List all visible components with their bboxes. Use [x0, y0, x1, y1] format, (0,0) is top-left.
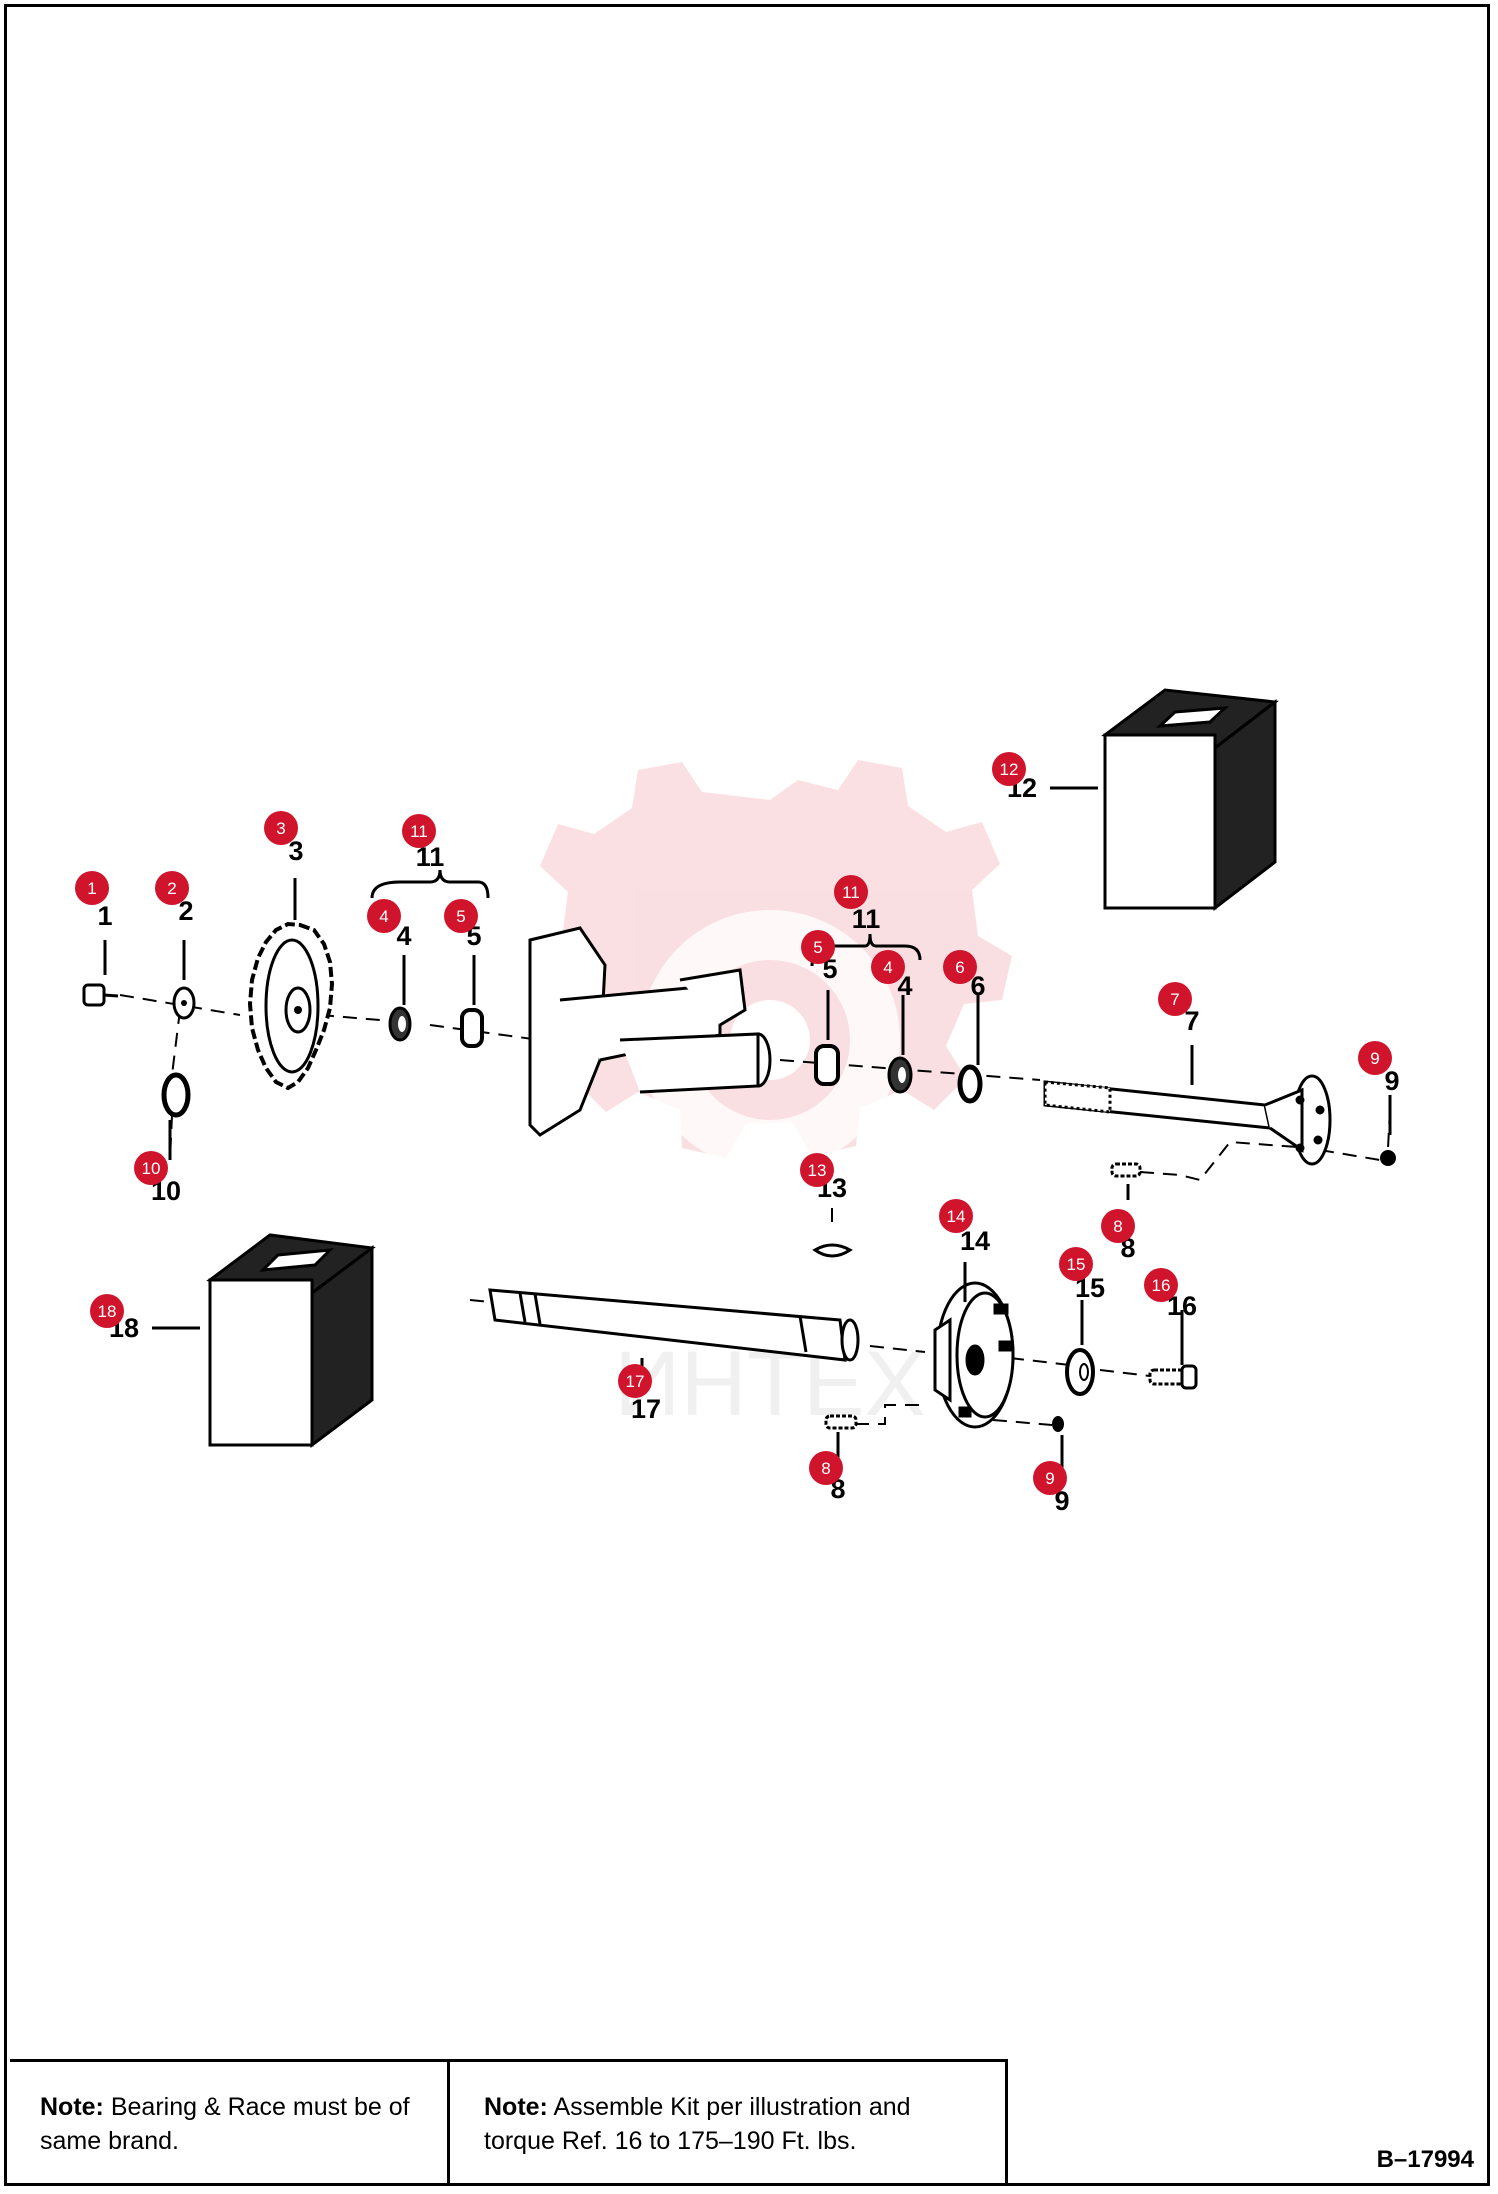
badge-11-left: 11	[402, 814, 436, 848]
part-16-bolt	[1148, 1364, 1198, 1390]
part-18-kit-box	[206, 1233, 376, 1448]
callout-4-right: 4	[897, 971, 912, 1001]
figure-id: B–17994	[1376, 2146, 1474, 2173]
callout-3: 3	[288, 836, 303, 866]
upper-centerline	[119, 994, 1391, 1182]
part-9-nut-upper	[1380, 1150, 1396, 1166]
svg-text:11: 11	[410, 822, 428, 841]
callout-14: 14	[960, 1226, 990, 1256]
note-torque: Note: Assemble Kit per illustration and …	[450, 2062, 1005, 2186]
note-label: Note:	[484, 2093, 548, 2121]
hub-housing-bracket	[528, 926, 772, 1137]
svg-text:5: 5	[813, 938, 822, 957]
svg-text:9: 9	[1045, 1469, 1054, 1488]
badge-7: 7	[1158, 982, 1192, 1016]
callout-4-left: 4	[396, 921, 411, 951]
svg-text:8: 8	[821, 1459, 830, 1478]
badge-10: 10	[134, 1151, 168, 1185]
part-17-shaft	[488, 1288, 860, 1362]
part-6-seal	[957, 1064, 983, 1104]
callout-11-right: 11	[852, 904, 881, 934]
badge-8-lower: 8	[809, 1451, 843, 1485]
part-12-kit-box	[1101, 688, 1279, 912]
part-15-washer	[1065, 1348, 1095, 1396]
badge-14: 14	[939, 1199, 973, 1233]
svg-text:11: 11	[842, 883, 860, 902]
badge-5-left: 5	[444, 899, 478, 933]
part-9-nut-lower	[1052, 1416, 1064, 1432]
svg-text:12: 12	[1000, 760, 1019, 779]
svg-text:6: 6	[955, 958, 964, 977]
part-10-ring	[161, 1072, 191, 1118]
page-frame	[4, 4, 1490, 2186]
svg-text:8: 8	[1113, 1217, 1122, 1236]
part-8-stud-upper	[1110, 1162, 1142, 1178]
badge-6: 6	[943, 950, 977, 984]
badge-9-upper: 9	[1358, 1041, 1392, 1075]
part-1-bolt	[82, 983, 119, 1007]
part-14-hub	[933, 1281, 1015, 1429]
badge-15: 15	[1059, 1247, 1093, 1281]
callout-17: 17	[631, 1394, 661, 1424]
badge-13: 13	[800, 1153, 834, 1187]
callout-1: 1	[97, 901, 112, 931]
badge-16: 16	[1144, 1268, 1178, 1302]
svg-text:10: 10	[142, 1159, 161, 1178]
svg-text:5: 5	[456, 907, 465, 926]
svg-text:2: 2	[167, 879, 176, 898]
badge-17: 17	[618, 1364, 652, 1398]
svg-text:3: 3	[276, 819, 285, 838]
callout-7: 7	[1184, 1006, 1199, 1036]
svg-text:14: 14	[947, 1207, 966, 1226]
badge-8-upper: 8	[1101, 1209, 1135, 1243]
part-8-stud-lower	[824, 1414, 858, 1430]
svg-text:9: 9	[1370, 1049, 1379, 1068]
note-label: Note:	[40, 2093, 104, 2121]
callout-6: 6	[970, 971, 985, 1001]
svg-text:7: 7	[1170, 990, 1179, 1009]
badge-3: 3	[264, 811, 298, 845]
svg-text:18: 18	[98, 1302, 117, 1321]
part-4-bearing-right	[887, 1056, 913, 1094]
badge-12: 12	[992, 752, 1026, 786]
svg-text:16: 16	[1152, 1276, 1171, 1295]
badge-4-right: 4	[871, 950, 905, 984]
svg-text:15: 15	[1067, 1255, 1086, 1274]
notes-table: Note: Bearing & Race must be of same bra…	[10, 2059, 1008, 2186]
note-text: Assemble Kit per illustration and torque…	[484, 2093, 911, 2155]
part-3-sprocket	[247, 921, 335, 1091]
svg-text:4: 4	[883, 958, 892, 977]
note-bearing-race: Note: Bearing & Race must be of same bra…	[10, 2062, 450, 2186]
badge-11-right: 11	[834, 875, 868, 909]
part-5-race-right	[814, 1044, 840, 1086]
part-2-washer	[172, 986, 196, 1020]
svg-text:17: 17	[626, 1372, 645, 1391]
badge-5-right: 5	[801, 930, 835, 964]
note-text: Bearing & Race must be of same brand.	[40, 2093, 410, 2155]
callout-9-upper: 9	[1384, 1066, 1399, 1096]
callout-2: 2	[178, 896, 193, 926]
badge-1: 1	[75, 871, 109, 905]
badge-18: 18	[90, 1294, 124, 1328]
part-7-axle	[1043, 1074, 1332, 1166]
badge-4-left: 4	[367, 899, 401, 933]
callout-9-lower: 9	[1054, 1486, 1069, 1516]
svg-text:4: 4	[379, 907, 388, 926]
part-5-race-left	[460, 1008, 484, 1048]
part-4-bearing-left	[388, 1006, 412, 1042]
svg-text:13: 13	[808, 1161, 827, 1180]
svg-text:1: 1	[87, 879, 96, 898]
red-badges: 1 2 3 4 5 11 5 4 11 6 7 9 10 12 8 13 14 …	[75, 752, 1392, 1495]
part-13-key	[812, 1243, 853, 1258]
badge-9-lower: 9	[1033, 1461, 1067, 1495]
badge-2: 2	[155, 871, 189, 905]
